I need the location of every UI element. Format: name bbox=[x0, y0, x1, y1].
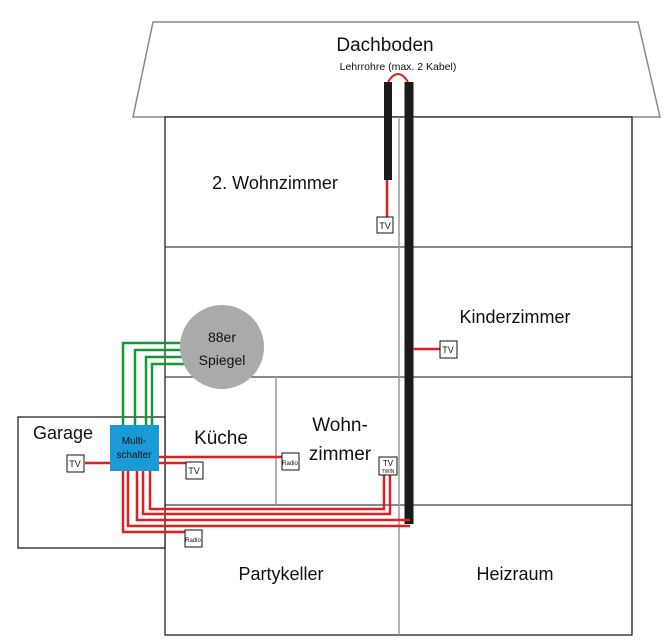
room-kitchen: Küche bbox=[194, 428, 248, 449]
radio-outlet-party bbox=[184, 529, 203, 548]
tv-twin-label-bottom: TWIN bbox=[382, 469, 395, 475]
tv-label: TV bbox=[69, 459, 81, 469]
room-garage: Garage bbox=[33, 423, 93, 443]
tv-label: TV bbox=[442, 345, 454, 355]
radio-outlet-living bbox=[281, 452, 300, 471]
tv-twin-label-top: TV bbox=[383, 459, 394, 468]
satellite-dish bbox=[180, 305, 264, 389]
tv-outlet-living2 bbox=[376, 216, 394, 234]
room-living2: 2. Wohnzimmer bbox=[212, 173, 338, 193]
radio-label: Radio bbox=[282, 461, 298, 467]
tv-outlet-kids bbox=[439, 340, 458, 359]
room-kids: Kinderzimmer bbox=[459, 307, 570, 327]
cable-loop bbox=[387, 73, 409, 83]
multiswitch-label-1: Multi- bbox=[122, 436, 146, 447]
coax-cables bbox=[85, 180, 440, 534]
dish-label-1: 88er bbox=[208, 329, 236, 345]
tv-outlet-garage bbox=[66, 454, 85, 473]
room-living-2: zimmer bbox=[309, 444, 372, 465]
lnb-cables bbox=[121, 341, 190, 425]
multiswitch-label-2: schalter bbox=[116, 450, 152, 461]
room-living-1: Wohn- bbox=[312, 415, 368, 436]
tv-label: TV bbox=[188, 466, 200, 476]
attic-note: Lehrrohre (max. 2 Kabel) bbox=[340, 61, 457, 73]
tv-label: TV bbox=[379, 221, 391, 231]
tv-outlet-kitchen bbox=[185, 461, 204, 480]
room-attic: Dachboden bbox=[336, 35, 433, 56]
room-boiler: Heizraum bbox=[476, 564, 553, 584]
room-party: Partykeller bbox=[238, 564, 323, 584]
radio-label: Radio bbox=[185, 538, 201, 544]
roof bbox=[132, 21, 661, 118]
multiswitch bbox=[110, 425, 159, 471]
tv-twin-outlet bbox=[378, 456, 398, 476]
dish-label-2: Spiegel bbox=[199, 352, 246, 368]
